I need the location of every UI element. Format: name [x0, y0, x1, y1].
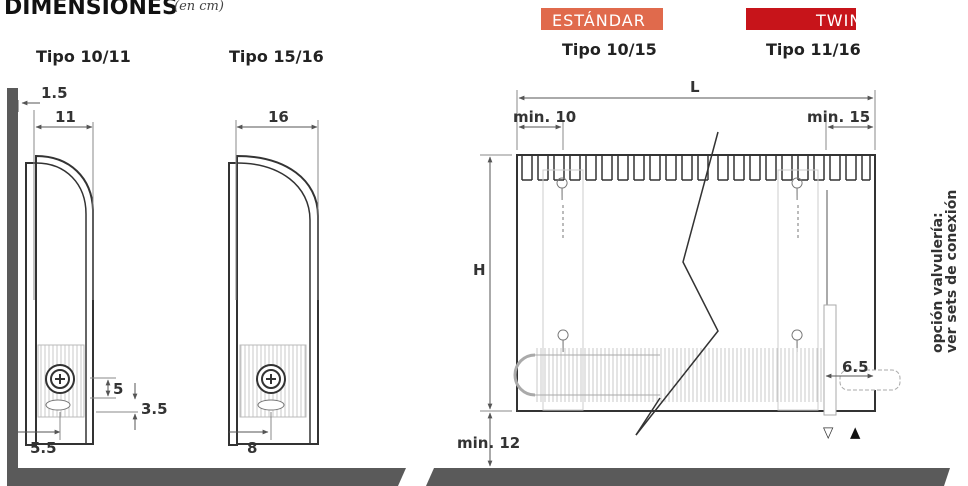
open-triangle-marker: ▽ — [823, 423, 834, 441]
dim-5-5: 5.5 — [30, 439, 57, 457]
dim-1-5: 1.5 — [41, 84, 68, 102]
dim-min-12: min. 12 — [457, 434, 520, 452]
dim-8: 8 — [247, 439, 257, 457]
header-tipo-11-16: Tipo 11/16 — [766, 40, 861, 59]
dim-6-5: 6.5 — [842, 358, 869, 376]
top-grille — [521, 155, 871, 181]
units-note: (en cm) — [174, 0, 224, 14]
badge-standard: ESTÁNDAR — [541, 8, 663, 30]
title: DIMENSIONES — [4, 0, 178, 20]
side-note-line1: opción valvulería: — [930, 212, 946, 353]
floor-right — [426, 468, 950, 486]
side-view-15-16 — [228, 154, 319, 446]
side-note-line2: ver sets de conexión — [944, 190, 960, 353]
dim-min-10: min. 10 — [513, 108, 576, 126]
dim-5: 5 — [113, 380, 123, 398]
header-tipo-10-11: Tipo 10/11 — [36, 47, 131, 66]
dim-H: H — [473, 261, 486, 279]
front-view — [513, 131, 901, 436]
badge-standard-label: ESTÁNDAR — [552, 11, 646, 30]
badge-twin-label: TWIN — [815, 11, 862, 30]
dims-10-11 — [17, 100, 138, 440]
dims-front — [480, 90, 876, 467]
badge-twin: TWIN — [746, 8, 862, 30]
header-tipo-10-15: Tipo 10/15 — [562, 40, 657, 59]
side-note: opción valvulería: ver sets de conexión — [930, 190, 960, 353]
dim-11: 11 — [55, 108, 76, 126]
wall-left — [7, 88, 406, 486]
dims-15-16 — [229, 120, 319, 440]
header-tipo-15-16: Tipo 15/16 — [229, 47, 324, 66]
dim-L: L — [690, 78, 700, 96]
dim-16: 16 — [268, 108, 289, 126]
dim-3-5: 3.5 — [141, 400, 168, 418]
filled-triangle-marker: ▲ — [850, 423, 861, 441]
side-view-10-11 — [25, 154, 94, 446]
dim-min-15: min. 15 — [807, 108, 870, 126]
